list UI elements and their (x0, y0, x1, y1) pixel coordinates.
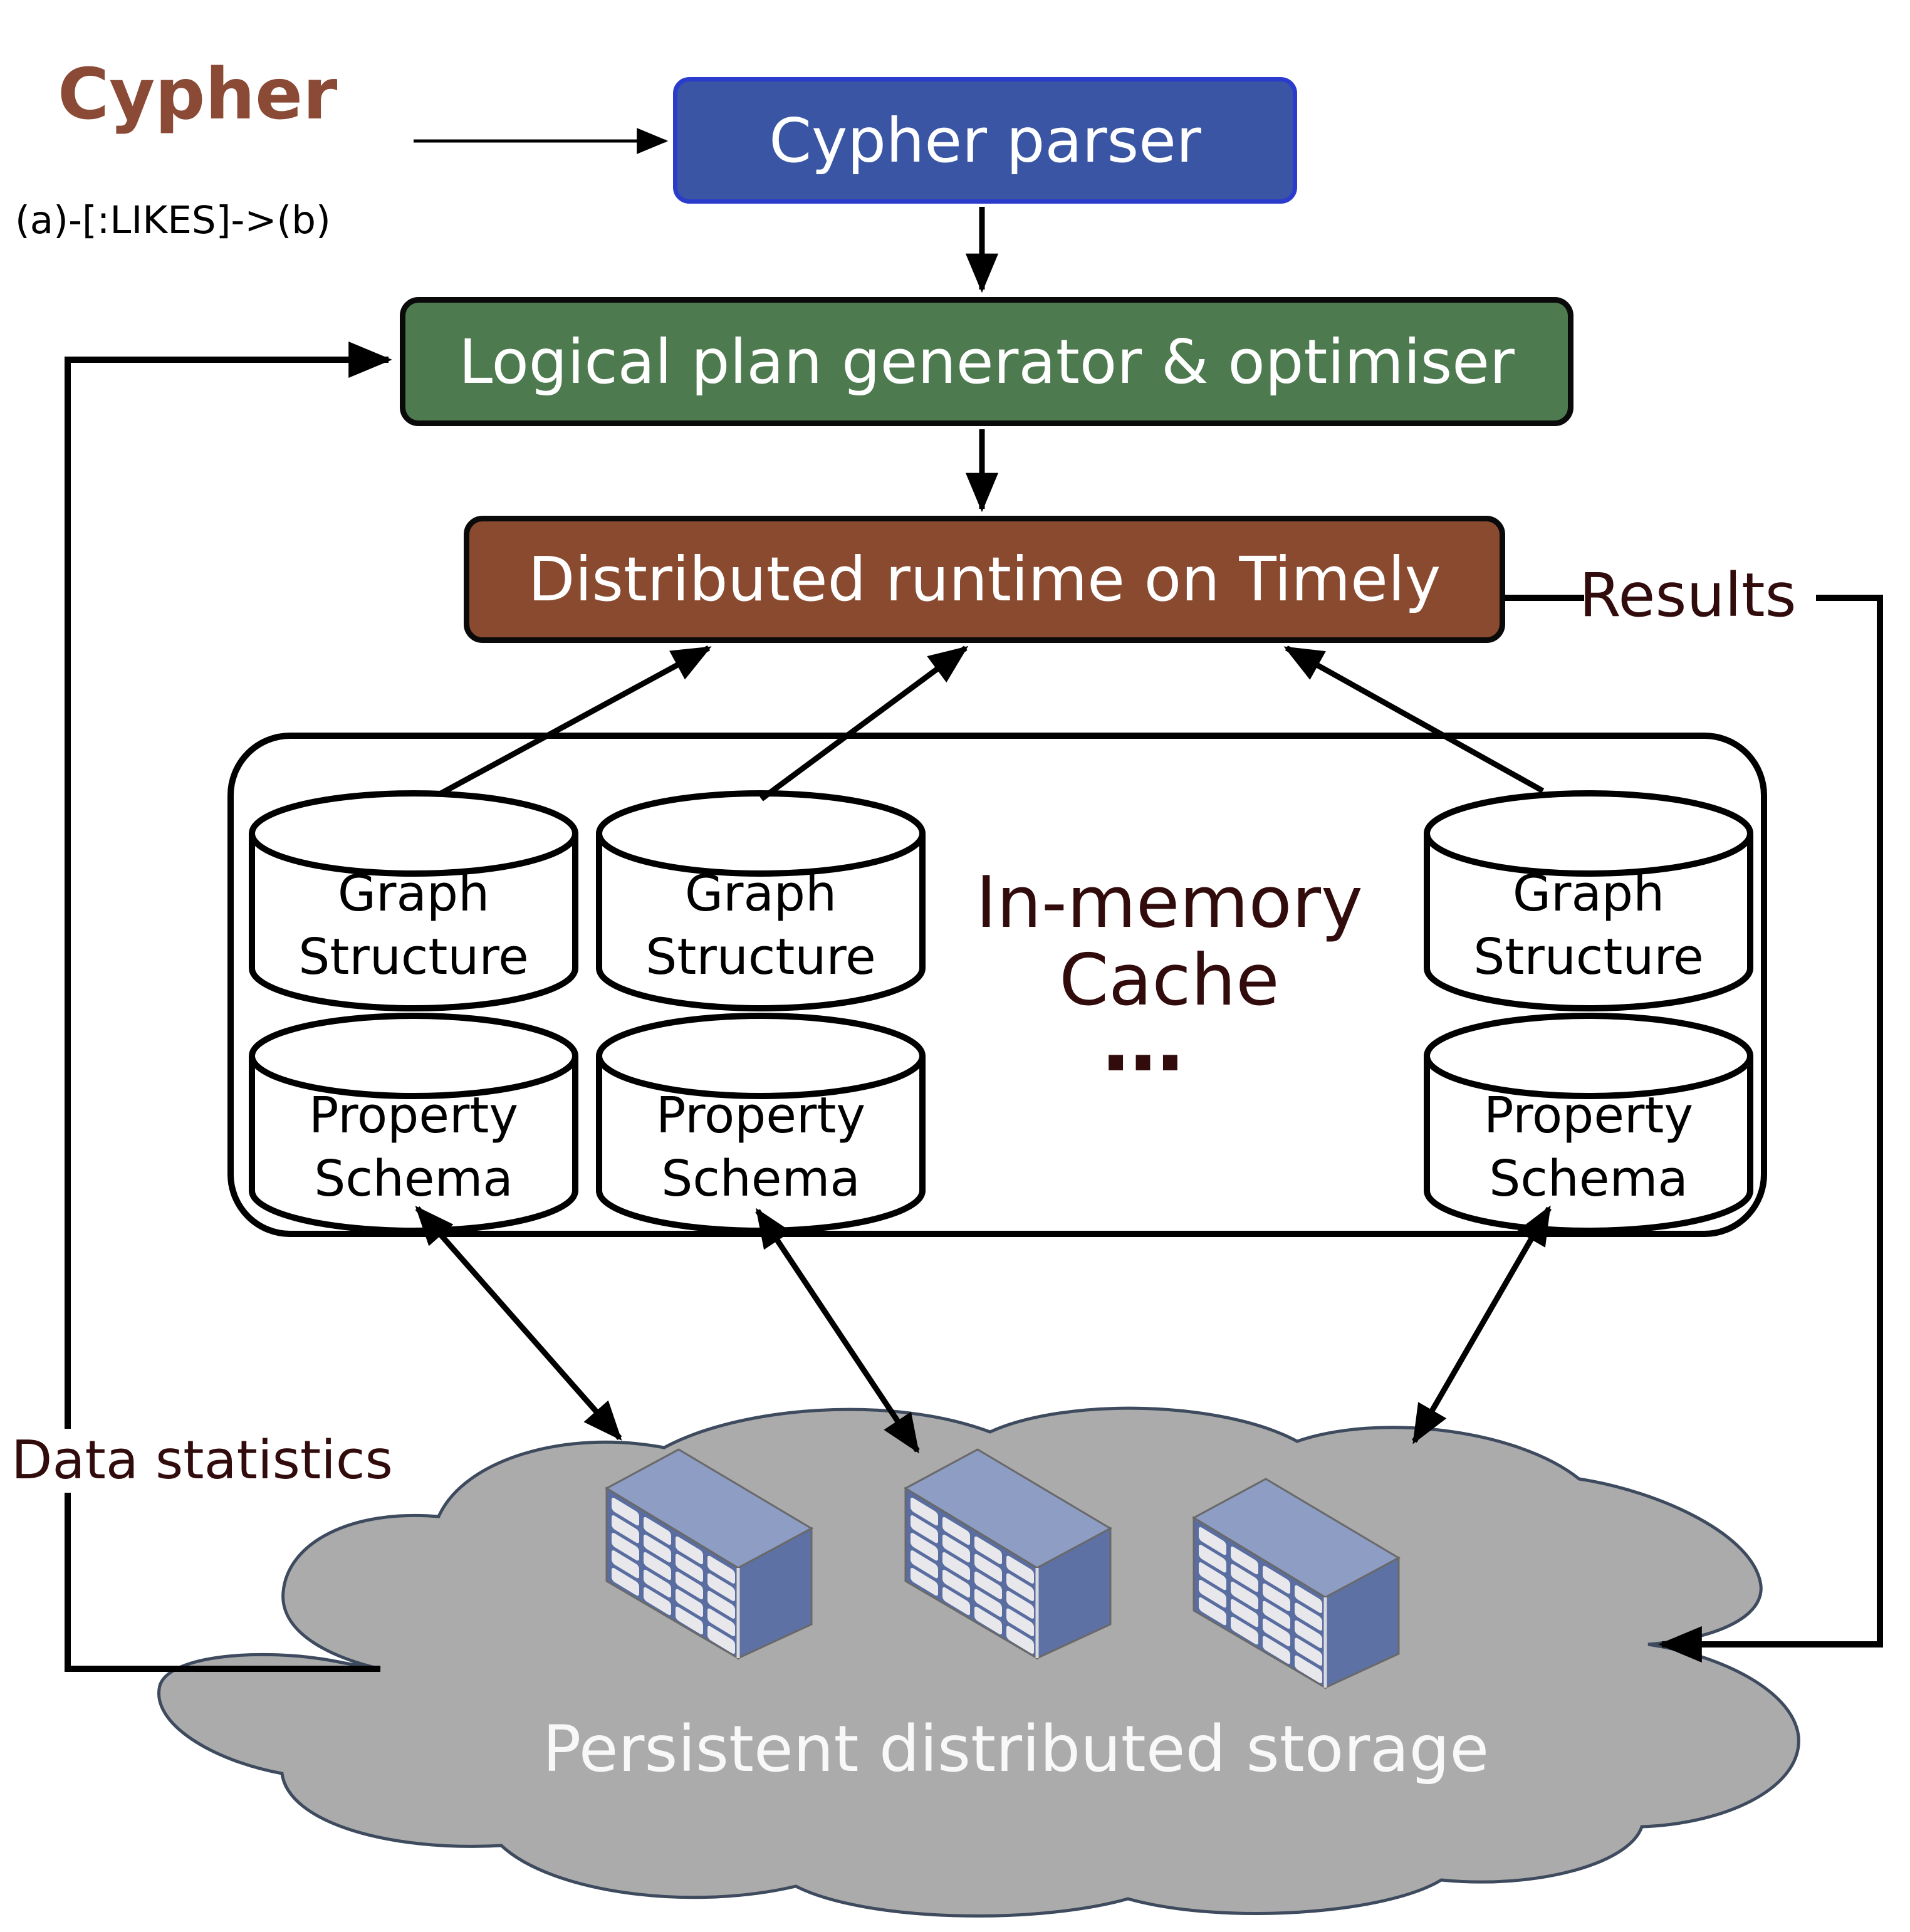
cache-ellipsis: ... (1100, 995, 1186, 1090)
arrow-cache3-to-runtime (1283, 645, 1545, 793)
cylinder-label-line: Schema (314, 1150, 513, 1208)
graph-structure-label-3: Graph Structure (1427, 854, 1750, 998)
graph-structure-cylinder-2 (596, 790, 926, 1011)
cypher-title: Cypher (58, 54, 338, 135)
server-building-2 (903, 1448, 1113, 1660)
cylinder-label-line: Schema (661, 1150, 860, 1208)
cylinder-label-line: Graph (337, 864, 490, 922)
cypher-parser-box: Cypher parser (673, 77, 1297, 204)
persistent-storage-label: Persistent distributed storage (542, 1712, 1490, 1787)
in-memory-cache-title-line1: In-memory (976, 861, 1363, 944)
storage-cloud (157, 1406, 1800, 1918)
cylinder-label-line: Graph (1512, 864, 1665, 922)
cylinder-label-line: Property (1483, 1086, 1694, 1144)
cylinder-label-line: Schema (1489, 1150, 1688, 1208)
cylinder-label-line: Structure (298, 928, 529, 986)
property-schema-label-3: Property Schema (1427, 1075, 1750, 1219)
in-memory-cache-title-line2: Cache (1059, 939, 1280, 1022)
server-building-1 (604, 1448, 814, 1660)
logical-plan-generator-label: Logical plan generator & optimiser (459, 326, 1515, 397)
double-arrow-schema2-storage (755, 1208, 920, 1454)
property-schema-cylinder-1 (249, 1013, 578, 1234)
property-schema-label-1: Property Schema (252, 1075, 575, 1219)
cypher-parser-label: Cypher parser (769, 105, 1201, 176)
logical-plan-generator-box: Logical plan generator & optimiser (400, 297, 1573, 426)
graph-structure-cylinder-3 (1424, 790, 1753, 1011)
arrow-cache1-to-runtime (437, 645, 712, 797)
graph-structure-cylinder-1 (249, 790, 578, 1011)
graph-structure-label-1: Graph Structure (252, 854, 575, 998)
arrow-cache2-to-runtime (759, 645, 969, 802)
cypher-query-example: (a)-[:LIKES]->(b) (15, 198, 331, 243)
property-schema-cylinder-3 (1424, 1013, 1753, 1234)
data-statistics-label: Data statistics (5, 1429, 399, 1493)
data-statistics-feedback-line (65, 341, 392, 1672)
distributed-runtime-label: Distributed runtime on Timely (528, 544, 1441, 615)
cylinder-label-line: Property (308, 1086, 519, 1144)
property-schema-cylinder-2 (596, 1013, 926, 1234)
double-arrow-schema3-storage (1412, 1205, 1552, 1444)
building-window-grid (1199, 1527, 1322, 1683)
cylinder-label-line: Property (655, 1086, 866, 1144)
cylinder-label-line: Structure (1473, 928, 1704, 986)
distributed-runtime-box: Distributed runtime on Timely (464, 516, 1505, 643)
double-arrow-schema1-storage (415, 1206, 622, 1441)
server-building-3 (1191, 1478, 1401, 1689)
cylinder-label-line: Structure (645, 928, 876, 986)
property-schema-label-2: Property Schema (599, 1075, 922, 1219)
results-line-to-storage (1658, 595, 1883, 1663)
building-window-grid (911, 1498, 1034, 1654)
graph-structure-label-2: Graph Structure (599, 854, 922, 998)
cylinder-label-line: Graph (684, 864, 837, 922)
results-label: Results (1579, 560, 1797, 630)
in-memory-cache-title: In-memory Cache (956, 864, 1382, 1020)
building-window-grid (612, 1498, 735, 1654)
